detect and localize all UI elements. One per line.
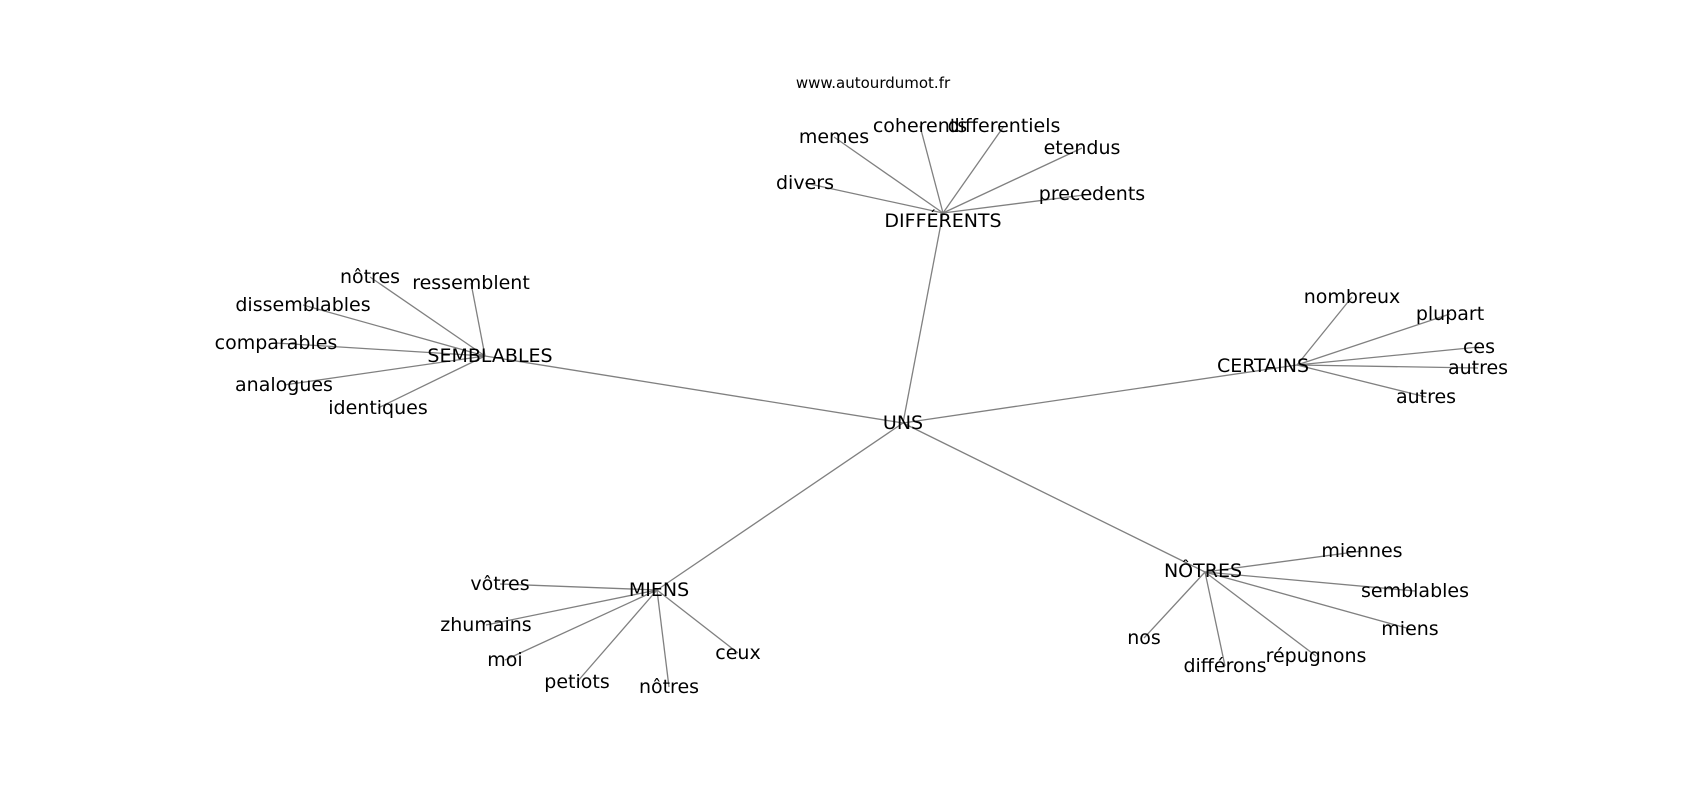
- edge-semblables-leaf-2: [302, 304, 486, 357]
- edge-center-miens: [656, 422, 904, 591]
- leaf-node-semblables[interactable]: dissemblables: [235, 294, 370, 316]
- leaf-node-notres[interactable]: miennes: [1321, 540, 1402, 562]
- edge-semblables-leaf-3: [275, 342, 486, 357]
- edge-notres-leaf-0: [1204, 550, 1363, 573]
- edge-miens-leaf-1: [485, 589, 658, 626]
- edge-notres-leaf-3: [1204, 571, 1317, 657]
- edge-differents-leaf-1: [833, 136, 944, 214]
- leaf-node-notres[interactable]: semblables: [1361, 580, 1469, 602]
- edge-notres-leaf-1: [1204, 571, 1416, 592]
- leaf-node-certains[interactable]: autres: [1396, 386, 1456, 408]
- node-differents[interactable]: DIFFÉRENTS: [884, 209, 1001, 232]
- leaf-node-differents[interactable]: divers: [776, 172, 834, 194]
- leaf-node-differents[interactable]: precedents: [1039, 183, 1145, 205]
- edge-differents-leaf-3: [942, 125, 1005, 214]
- edge-miens-leaf-5: [656, 589, 739, 654]
- edge-semblables-leaf-5: [377, 355, 486, 409]
- edge-semblables-leaf-1: [470, 282, 486, 357]
- leaf-node-semblables[interactable]: nôtres: [340, 266, 400, 288]
- leaf-node-notres[interactable]: nos: [1127, 627, 1161, 649]
- edge-miens-leaf-0: [499, 583, 658, 591]
- graph-edges: [275, 125, 1480, 688]
- leaf-node-semblables[interactable]: analogues: [235, 374, 333, 396]
- leaf-node-semblables[interactable]: identiques: [328, 397, 428, 419]
- node-certains[interactable]: CERTAINS: [1217, 355, 1309, 377]
- node-notres[interactable]: NÔTRES: [1164, 558, 1242, 582]
- node-miens[interactable]: MIENS: [629, 579, 689, 601]
- edge-miens-leaf-4: [656, 589, 670, 688]
- leaf-node-miens[interactable]: ceux: [715, 642, 760, 664]
- leaf-node-certains[interactable]: plupart: [1416, 303, 1484, 325]
- leaf-node-notres[interactable]: répugnons: [1266, 645, 1367, 667]
- leaf-node-differents[interactable]: etendus: [1044, 137, 1121, 159]
- edge-differents-leaf-2: [919, 125, 944, 214]
- leaf-node-miens[interactable]: moi: [487, 649, 522, 671]
- leaf-node-semblables[interactable]: ressemblent: [412, 272, 530, 294]
- leaf-node-miens[interactable]: vôtres: [470, 573, 529, 595]
- leaf-node-miens[interactable]: nôtres: [639, 676, 699, 698]
- edge-certains-leaf-0: [1296, 296, 1353, 366]
- edge-miens-leaf-2: [504, 589, 658, 661]
- leaf-node-differents[interactable]: coherents: [873, 115, 967, 137]
- leaf-node-semblables[interactable]: comparables: [215, 332, 338, 354]
- leaf-node-certains[interactable]: autres: [1448, 357, 1508, 379]
- leaf-node-differents[interactable]: differentiels: [948, 115, 1061, 137]
- edge-certains-leaf-2: [1296, 346, 1480, 366]
- node-semblables[interactable]: SEMBLABLES: [427, 345, 552, 367]
- edge-notres-leaf-5: [1143, 571, 1206, 639]
- leaf-node-miens[interactable]: zhumains: [440, 614, 531, 636]
- leaf-node-certains[interactable]: nombreux: [1304, 286, 1401, 308]
- edge-center-notres: [902, 422, 1206, 573]
- leaf-node-notres[interactable]: miens: [1381, 618, 1438, 640]
- edge-differents-leaf-0: [804, 182, 944, 214]
- edge-certains-leaf-1: [1296, 313, 1451, 366]
- source-watermark: www.autourdumot.fr: [796, 74, 951, 92]
- edge-miens-leaf-3: [576, 589, 658, 683]
- edge-differents-leaf-4: [942, 147, 1083, 214]
- leaf-node-differents[interactable]: memes: [799, 126, 869, 148]
- leaf-node-notres[interactable]: différons: [1183, 655, 1266, 677]
- edge-center-differents: [902, 212, 944, 424]
- edge-certains-leaf-3: [1296, 364, 1479, 369]
- leaf-node-certains[interactable]: ces: [1463, 336, 1495, 358]
- node-center-uns[interactable]: UNS: [883, 412, 923, 434]
- leaf-node-miens[interactable]: petiots: [544, 671, 609, 693]
- edge-notres-leaf-4: [1204, 571, 1226, 667]
- edge-notres-leaf-2: [1204, 571, 1411, 630]
- edge-differents-leaf-5: [942, 193, 1093, 214]
- edge-certains-leaf-4: [1296, 364, 1427, 398]
- edge-center-certains: [902, 364, 1298, 424]
- edge-semblables-leaf-4: [283, 355, 486, 386]
- edge-semblables-leaf-0: [369, 276, 486, 357]
- edge-center-semblables: [484, 355, 904, 424]
